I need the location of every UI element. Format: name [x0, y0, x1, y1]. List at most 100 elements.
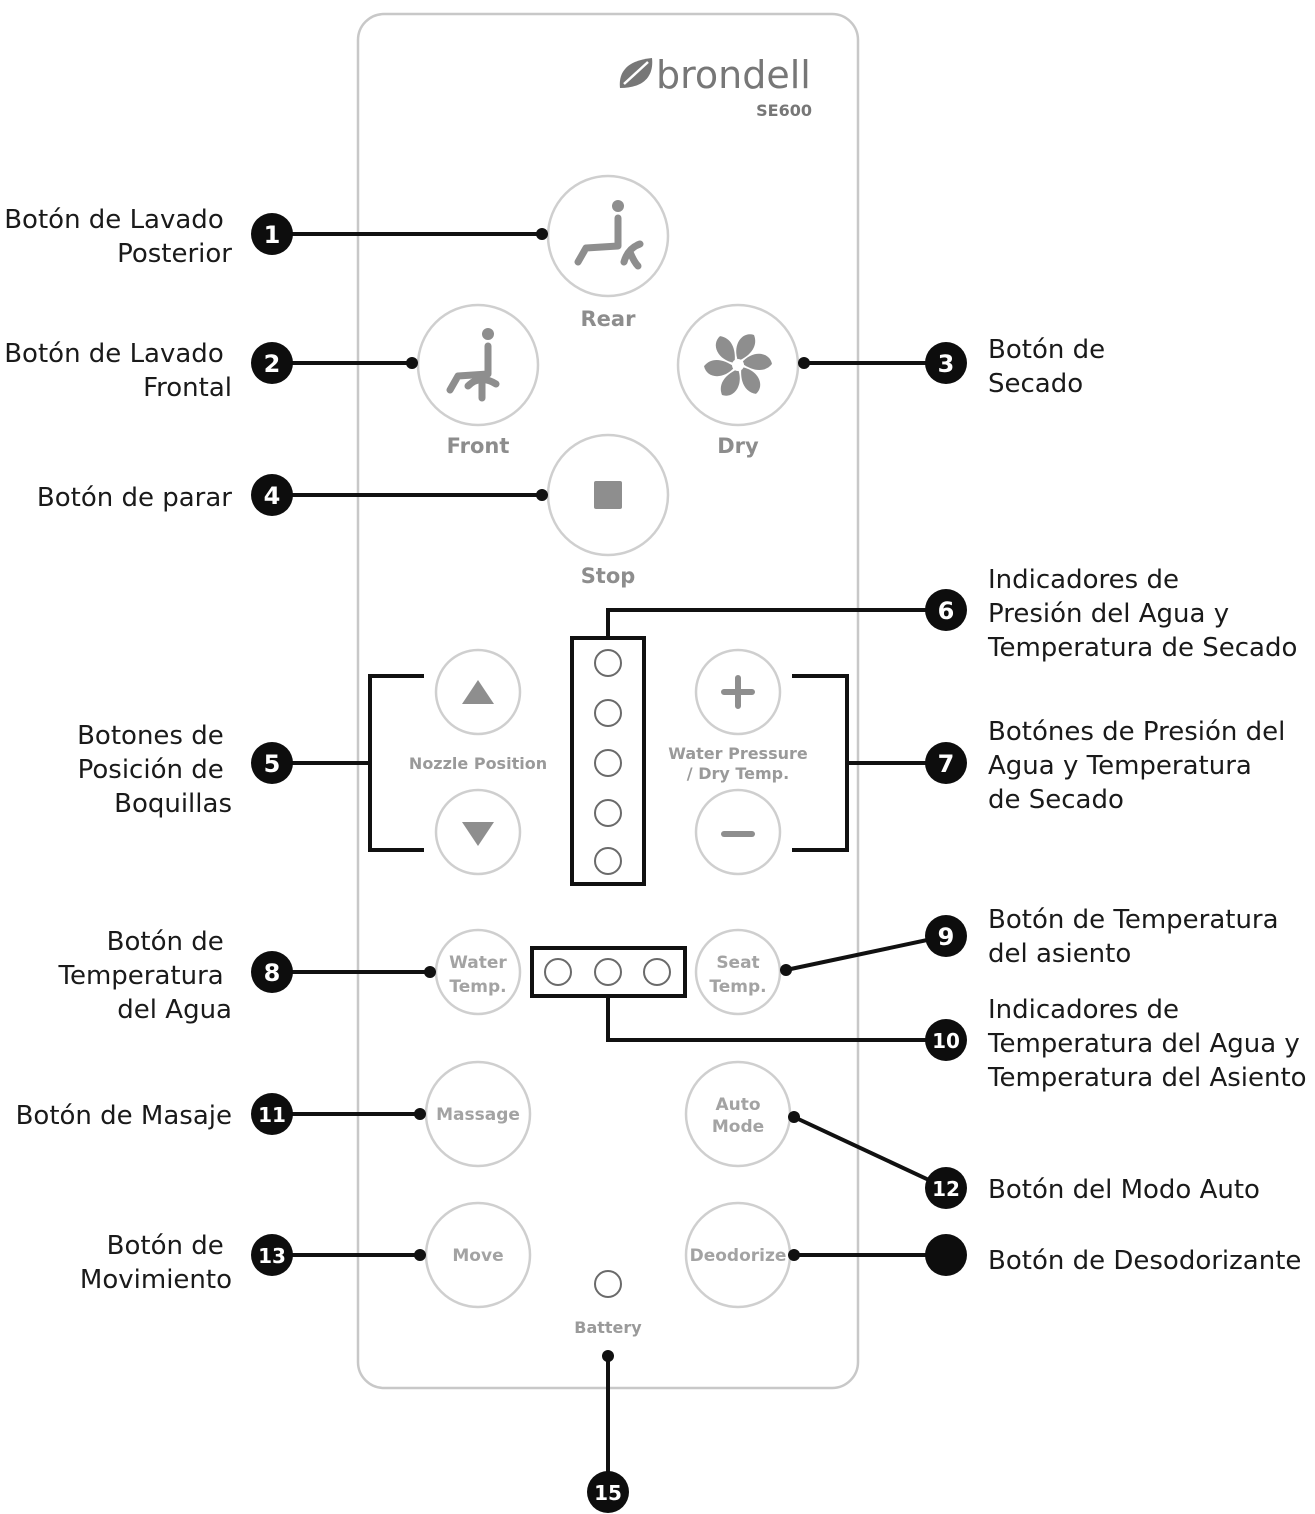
arrow-down-icon	[462, 822, 494, 846]
dry-button[interactable]	[676, 303, 800, 427]
leader-dot-13	[414, 1249, 426, 1261]
svg-text:5: 5	[264, 750, 281, 778]
leader-line-12	[793, 1115, 947, 1190]
callout-text-8: Botón de Temperatura del Agua	[58, 927, 232, 1025]
fan-icon	[704, 334, 772, 396]
massage-button[interactable]: Massage	[424, 1060, 532, 1168]
leader-dot-11	[414, 1108, 426, 1120]
rear-wash-icon	[574, 200, 644, 270]
pressure-plus-button[interactable]	[694, 648, 782, 736]
front-label: Front	[447, 434, 510, 458]
callout-badge-7: 7	[925, 742, 967, 784]
pressure-indicator-led	[594, 649, 622, 677]
callout-badge-10: 10	[925, 1019, 967, 1061]
leader-dot-8	[424, 966, 436, 978]
water-temp-label-2: Temp.	[449, 977, 506, 997]
move-label: Move	[452, 1246, 503, 1266]
svg-text:13: 13	[258, 1244, 286, 1268]
pressure-indicator-led	[594, 799, 622, 827]
nozzle-down-button[interactable]	[434, 788, 522, 876]
svg-text:8: 8	[264, 959, 281, 987]
leader-dot-9	[780, 964, 792, 976]
nozzle-position-label: Nozzle Position	[409, 754, 547, 773]
water-temp-label-1: Water	[449, 953, 507, 973]
leader-line-9	[785, 934, 947, 972]
leader-dot-3	[798, 357, 810, 369]
leader-line-6	[606, 608, 946, 638]
water-pressure-label-1: Water Pressure	[668, 744, 808, 763]
callout-badge-5: 5	[251, 742, 293, 784]
svg-text:9: 9	[938, 923, 955, 951]
stop-label: Stop	[581, 564, 636, 588]
callout-badge-6: 6	[925, 589, 967, 631]
callout-badge-11: 11	[251, 1093, 293, 1135]
callout-badge-8: 8	[251, 951, 293, 993]
svg-text:12: 12	[932, 1177, 960, 1201]
callout-badge-12: 12	[925, 1167, 967, 1209]
callout-text-12: Botón del Modo Auto	[988, 1175, 1260, 1205]
leaf-icon	[619, 58, 653, 88]
pressure-indicator-led	[594, 847, 622, 875]
callout-text-1: Botón de Lavado Posterior	[4, 205, 232, 269]
leader-dot-1	[536, 228, 548, 240]
leader-dot-12	[788, 1111, 800, 1123]
callout-text-4: Botón de parar	[37, 483, 232, 513]
front-button[interactable]	[416, 303, 540, 427]
callout-text-10: Indicadores de Temperatura del Agua y Te…	[987, 995, 1308, 1093]
water-pressure-label-2: / Dry Temp.	[687, 764, 789, 783]
temp-indicator-led	[594, 958, 622, 986]
svg-text:3: 3	[938, 350, 955, 378]
callout-text-11: Botón de Masaje	[16, 1101, 232, 1131]
svg-text:7: 7	[938, 750, 955, 778]
callout-text-2: Botón de Lavado Frontal	[4, 339, 232, 403]
deodorize-button[interactable]: Deodorize	[684, 1201, 792, 1309]
leader-dot-15	[602, 1350, 614, 1362]
nozzle-up-button[interactable]	[434, 648, 522, 736]
auto-mode-label-1: Auto	[715, 1095, 760, 1115]
svg-text:4: 4	[264, 482, 281, 510]
model-name: SE600	[756, 101, 812, 120]
front-wash-icon	[446, 328, 500, 402]
brand-name: brondell	[656, 53, 811, 97]
callout-badge-13: 13	[251, 1234, 293, 1276]
pressure-indicator-led	[594, 749, 622, 777]
callout-text-5: Botones de Posición de Boquillas	[77, 721, 232, 819]
svg-text:11: 11	[258, 1103, 286, 1127]
svg-text:2: 2	[264, 350, 281, 378]
callout-text-3: Botón de Secado	[988, 335, 1113, 399]
deodorize-label: Deodorize	[690, 1246, 787, 1266]
auto-mode-button[interactable]: Auto Mode	[684, 1060, 792, 1168]
rear-label: Rear	[581, 307, 637, 331]
brand-logo: brondell SE600	[619, 53, 812, 120]
seat-temp-label-2: Temp.	[709, 977, 766, 997]
svg-text:15: 15	[594, 1481, 622, 1505]
callout-text-9: Botón de Temperatura del asiento	[988, 905, 1287, 969]
pressure-minus-button[interactable]	[694, 788, 782, 876]
move-button[interactable]: Move	[424, 1201, 532, 1309]
seat-temp-button[interactable]: Seat Temp.	[694, 928, 782, 1016]
callout-badge-9: 9	[925, 915, 967, 957]
callout-text-14: Botón de Desodorizante	[988, 1246, 1301, 1276]
leader-dot-4	[536, 489, 548, 501]
temp-indicator-led	[544, 958, 572, 986]
leader-dot-14	[788, 1249, 800, 1261]
arrow-up-icon	[462, 680, 494, 704]
auto-mode-label-2: Mode	[712, 1117, 764, 1137]
callout-badge-4: 4	[251, 474, 293, 516]
callout-badge-3: 3	[925, 342, 967, 384]
leader-line-10	[606, 996, 946, 1042]
callout-text-13: Botón de Movimiento	[80, 1231, 232, 1295]
rear-button[interactable]	[546, 174, 670, 298]
dry-label: Dry	[717, 434, 759, 458]
temp-indicator-led	[643, 958, 671, 986]
callout-badge-2: 2	[251, 342, 293, 384]
leader-dot-2	[406, 357, 418, 369]
callout-badge-1: 1	[251, 213, 293, 255]
svg-text:6: 6	[938, 597, 955, 625]
stop-button[interactable]	[546, 433, 670, 557]
water-temp-button[interactable]: Water Temp.	[434, 928, 522, 1016]
seat-temp-label-1: Seat	[716, 953, 759, 973]
stop-icon	[594, 481, 622, 509]
battery-indicator-led	[594, 1270, 622, 1298]
